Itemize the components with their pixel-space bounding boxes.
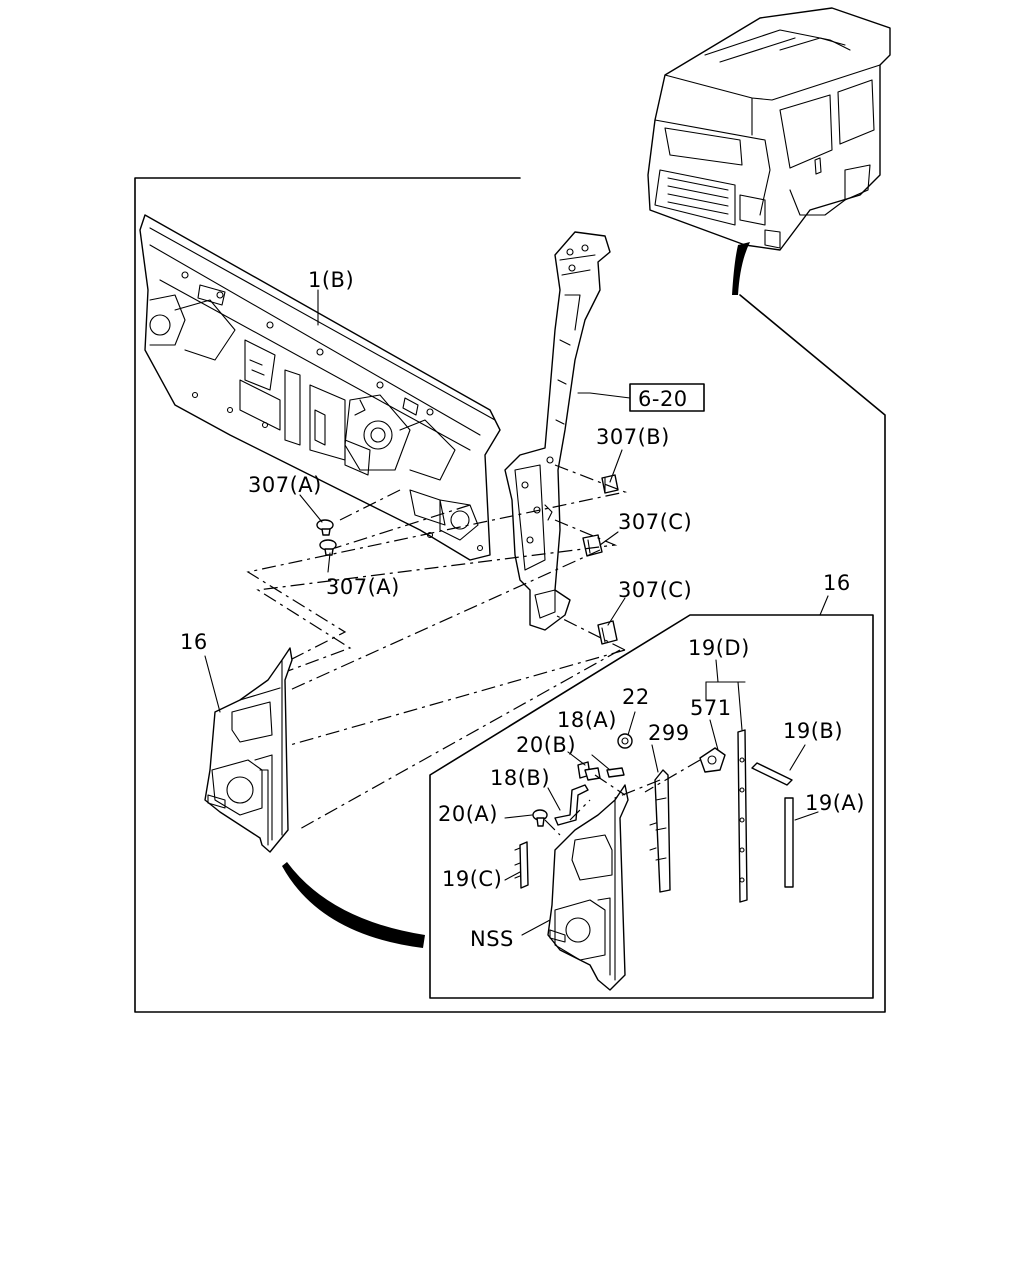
trim-panel-main [204, 647, 293, 853]
part-19b [751, 762, 793, 786]
detail-assembly-lines [544, 759, 701, 836]
label-307c-lower: 307(C) [618, 578, 692, 602]
label-307a-lower: 307(A) [326, 575, 400, 599]
detail-arrow [282, 862, 425, 948]
label-19d: 19(D) [688, 636, 750, 660]
part-19d [737, 729, 748, 903]
label-20a: 20(A) [438, 802, 498, 826]
part-571 [699, 747, 726, 773]
trim-panel-detail [547, 784, 629, 991]
part-19c [514, 841, 529, 889]
assembly-lines [246, 464, 628, 831]
label-18a: 18(A) [557, 708, 617, 732]
label-307c-upper: 307(C) [618, 510, 692, 534]
label-19c: 19(C) [442, 867, 502, 891]
label-307a-upper: 307(A) [248, 473, 322, 497]
pillar [504, 231, 611, 631]
label-307b: 307(B) [596, 425, 670, 449]
label-18b: 18(B) [490, 766, 550, 790]
clip-307a-lower [319, 539, 337, 556]
label-nss: NSS [470, 927, 514, 951]
label-ref-6-20: 6-20 [638, 387, 688, 411]
label-299: 299 [648, 721, 690, 745]
clip-307c-lower [597, 620, 618, 645]
label-19b: 19(B) [783, 719, 843, 743]
label-16-main: 16 [180, 630, 208, 654]
clip-307b [601, 474, 619, 494]
label-571: 571 [690, 696, 732, 720]
part-299 [649, 769, 671, 893]
label-panel-1b: 1(B) [308, 268, 354, 292]
part-19a [784, 797, 794, 888]
leader-lines [204, 289, 829, 936]
truck-cab-illustration [647, 7, 891, 295]
part-20a [532, 809, 548, 827]
label-19a: 19(A) [805, 791, 865, 815]
part-18b [554, 784, 589, 826]
main-frame [134, 177, 886, 1013]
dash-panel [139, 214, 501, 561]
part-20b-screw [577, 761, 601, 781]
label-22: 22 [622, 685, 650, 709]
part-18a [606, 767, 625, 778]
label-20b: 20(B) [516, 733, 576, 757]
clip-307a-upper [316, 519, 334, 536]
detail-frame [429, 614, 874, 999]
ref-box [629, 383, 705, 412]
label-16-detail: 16 [823, 571, 851, 595]
part-22 [617, 733, 633, 749]
